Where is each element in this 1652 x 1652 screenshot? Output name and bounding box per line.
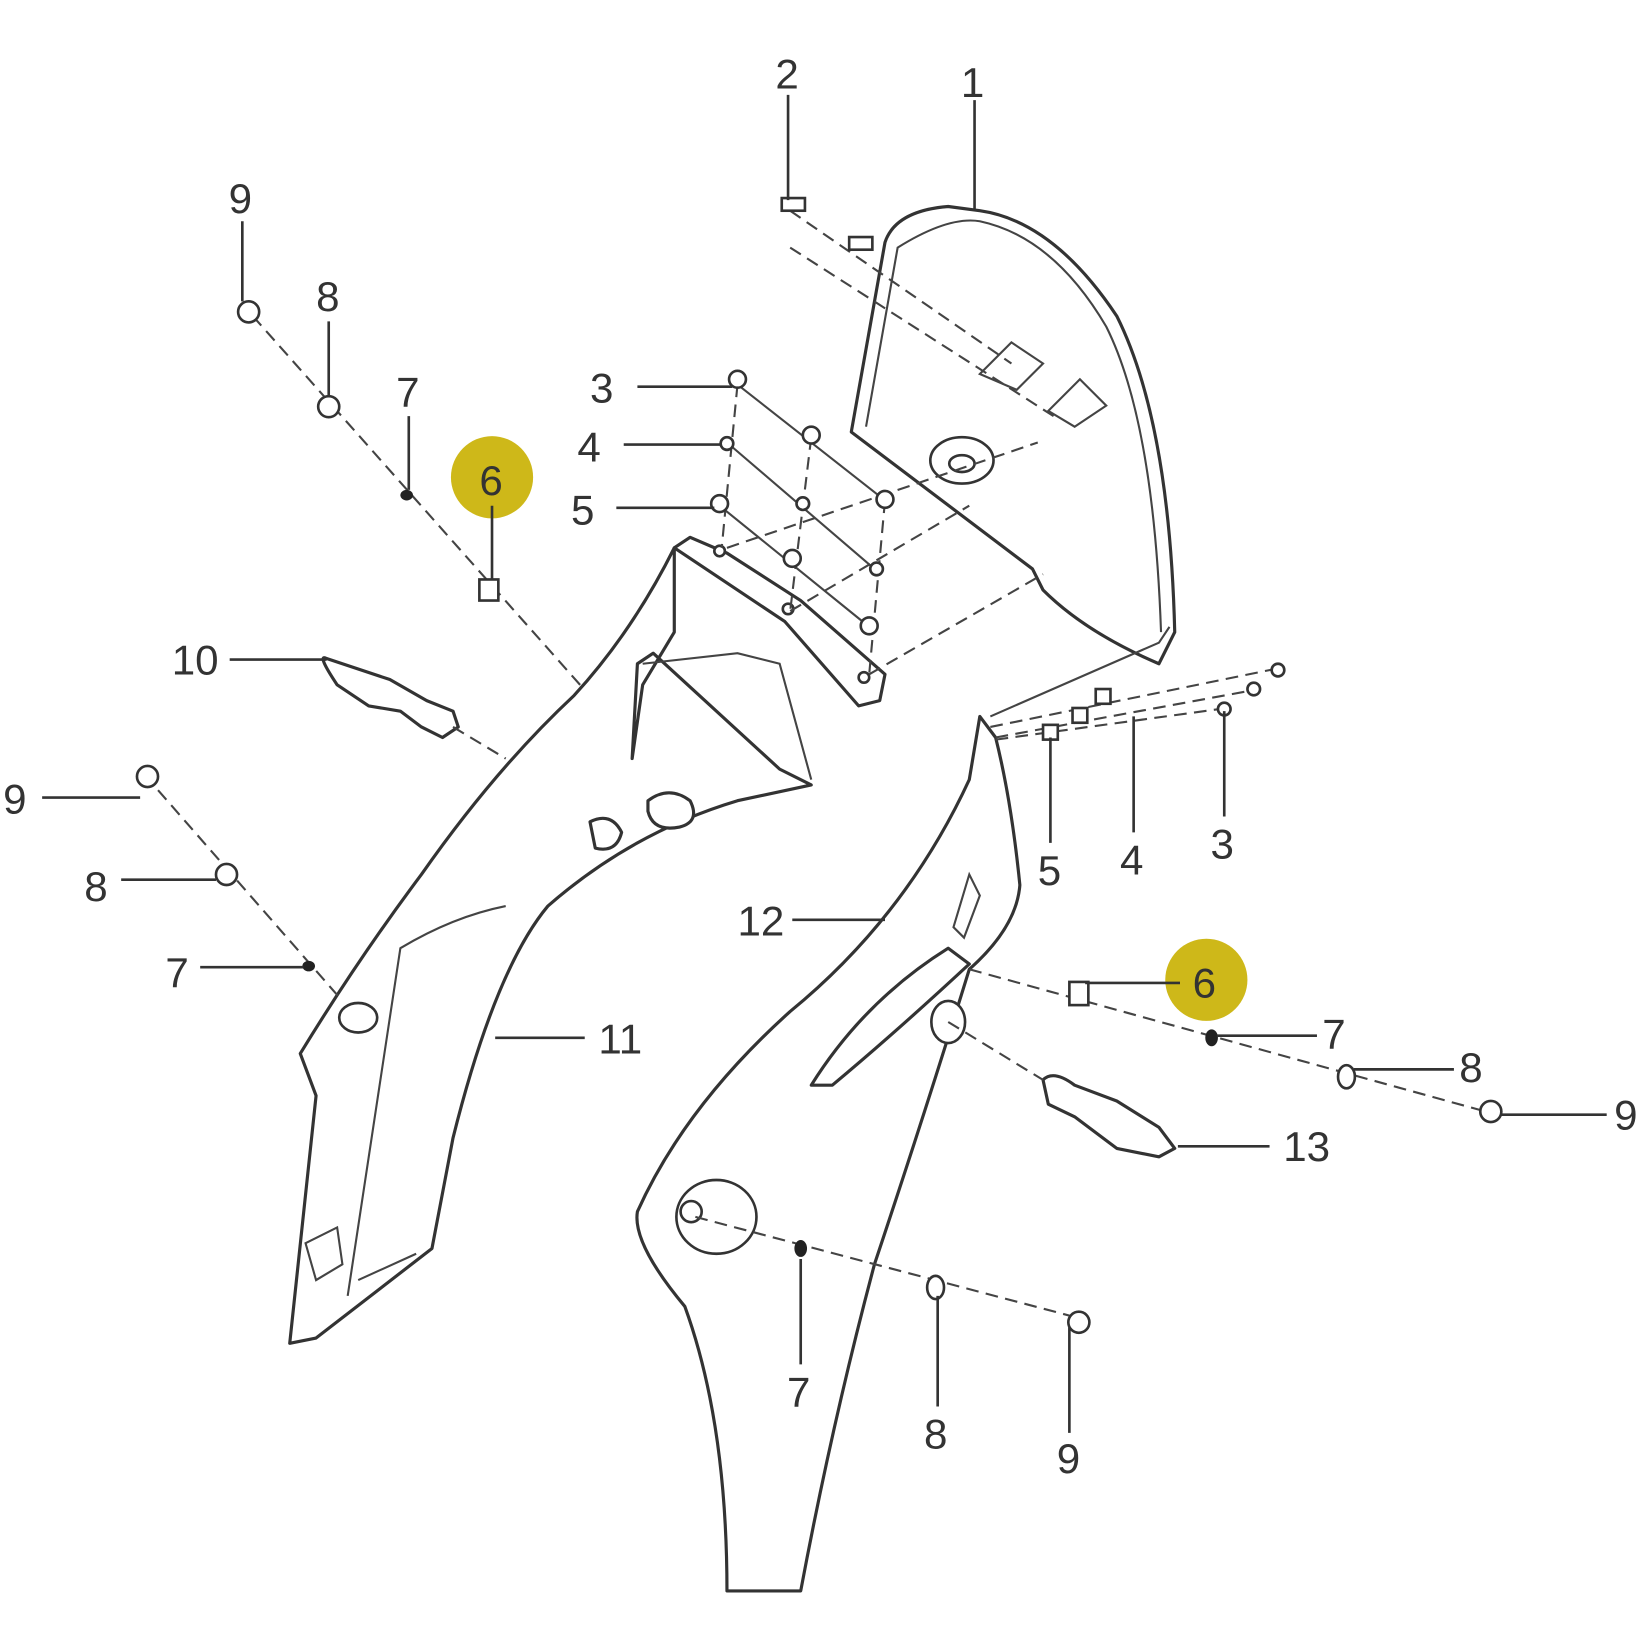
callout-2: 2 — [775, 50, 798, 97]
callout-8: 8 — [924, 1411, 947, 1458]
callout-9: 9 — [229, 175, 252, 222]
right-lower-fasteners — [695, 968, 1503, 1335]
callout-6: 6 — [1193, 960, 1216, 1007]
callout-8: 8 — [316, 273, 339, 320]
callout-7: 7 — [1322, 1010, 1345, 1057]
callout-11: 11 — [598, 1016, 642, 1063]
windscreen-part — [849, 204, 1177, 718]
callout-4: 4 — [1120, 836, 1143, 883]
callout-3: 3 — [1211, 821, 1234, 868]
callout-7: 7 — [396, 369, 419, 416]
left-fairing-part-11 — [288, 546, 813, 1345]
left-turn-signal-part-10 — [321, 656, 460, 740]
callout-7: 7 — [165, 949, 188, 996]
callout-4: 4 — [577, 423, 600, 470]
right-fastener-stack — [990, 662, 1286, 741]
callout-labels: 1 2 3 4 5 3 4 5 6 6 7 7 7 7 8 8 8 8 9 9 … — [3, 50, 1637, 1481]
callout-9: 9 — [1614, 1091, 1637, 1138]
callout-10: 10 — [172, 636, 219, 683]
callout-3: 3 — [590, 364, 613, 411]
callout-5: 5 — [1038, 847, 1061, 894]
callout-1: 1 — [961, 59, 984, 106]
leader-lines — [42, 94, 1607, 1433]
callout-7: 7 — [787, 1369, 810, 1416]
highlight-marker-6-right — [1165, 938, 1248, 1021]
right-fairing-part-12 — [635, 714, 1022, 1593]
bracket-part — [672, 535, 887, 708]
highlight-marker-6-left — [450, 436, 534, 519]
callout-6: 6 — [479, 457, 502, 504]
callout-9: 9 — [3, 775, 26, 822]
callout-8: 8 — [84, 863, 107, 910]
top-fastener-stack — [709, 196, 1055, 676]
callout-9: 9 — [1057, 1435, 1080, 1482]
callout-8: 8 — [1459, 1044, 1482, 1091]
callout-12: 12 — [738, 898, 785, 945]
right-turn-signal-part-13 — [1041, 1074, 1177, 1159]
callout-5: 5 — [571, 487, 594, 534]
left-fastener-stacks — [135, 300, 586, 1002]
callout-13: 13 — [1283, 1123, 1330, 1170]
